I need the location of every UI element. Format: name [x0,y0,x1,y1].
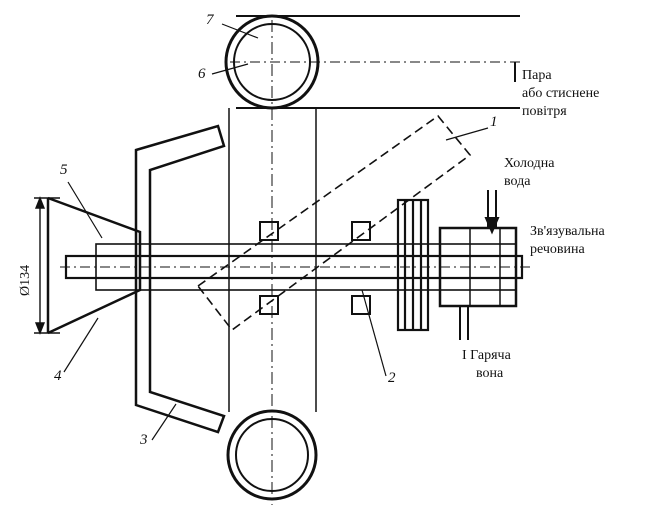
leaders [63,23,489,441]
cone [46,196,142,335]
bearings [259,221,371,315]
part-number-6: 6 [198,66,206,82]
seal-chamber [438,226,518,308]
water-pipes [459,190,500,340]
nozzle-1 [196,114,472,332]
part-number-4: 4 [54,368,62,384]
cold-water-label-line2: вода [504,174,531,189]
binder-label-line2: речовина [530,242,585,257]
steam-label-line1: Пара [522,68,552,83]
pulley [396,198,430,332]
part-number-1: 1 [490,114,498,130]
part-number-2: 2 [388,370,396,386]
housing-3 [134,124,226,434]
dimension-label: Ø134 [18,264,33,296]
steam-label-line2: або стиснене [522,86,600,101]
dimension-line [34,196,60,335]
steam-label-line3: повітря [522,104,567,119]
hot-water-label-line1: I Гаряча [462,348,511,363]
hot-water-label-line2: вона [476,366,504,381]
part-number-7: 7 [206,12,214,28]
cold-water-label-line1: Холодна [504,156,555,171]
part-number-3: 3 [140,432,148,448]
steam-pipe [224,14,520,110]
part-number-5: 5 [60,162,68,178]
binder-label-line1: Зв'язувальна [530,224,605,239]
